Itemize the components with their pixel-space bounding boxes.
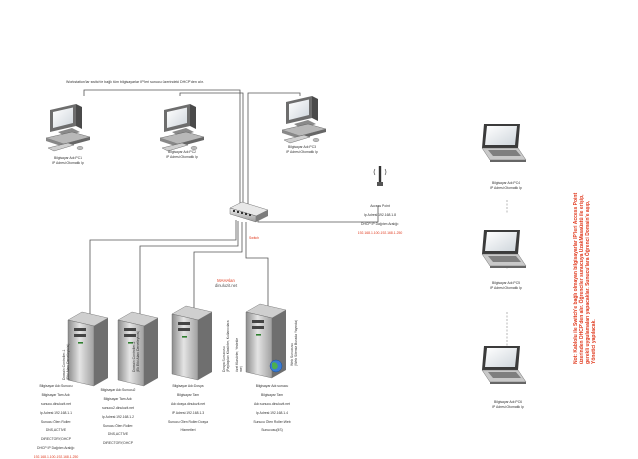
link-server1	[89, 220, 237, 334]
server4-label: Bilgisayar Adı:sunucu Bilgisayar Tam Adı…	[253, 384, 291, 433]
server3-icon	[171, 305, 213, 381]
access-point-icon	[373, 166, 387, 186]
link-pc3	[247, 92, 301, 206]
server3-label: Bilgisayar Adı:Dosya Bilgisayar Tam Adı:…	[168, 384, 208, 433]
link-pc2	[179, 92, 244, 205]
domain-name: MAHAlan	[217, 278, 235, 283]
pc3-desktop-icon	[281, 95, 327, 144]
link-server3	[193, 222, 243, 330]
server1-role-label: Domain Controller-1(Etki Alanı Denetleyi…	[62, 343, 71, 380]
server3-role-label: Dosya Sunucusu(Paylaşılan Klasörler, Kul…	[222, 320, 244, 372]
pc2-desktop-icon	[159, 103, 205, 152]
server2-role-label: Domain Controller-2(Ek Etki Alanı Denetl…	[132, 330, 141, 372]
domain-address: dinuluzit.net	[214, 283, 238, 288]
side-note: Not: Kablolu ile Switch'e bağlı olmayan …	[573, 192, 597, 364]
web-globe-icon	[269, 359, 283, 373]
pc1-desktop-icon	[45, 103, 91, 152]
pc4-laptop-icon	[481, 123, 527, 163]
pc5-laptop-icon	[481, 229, 527, 269]
link-pc1	[83, 89, 241, 204]
switch-label: Switch	[249, 236, 259, 240]
server2-label: Bilgisayar Adı:Sunucu2 Bilgisayar Tam Ad…	[100, 388, 136, 446]
network-title: Workstation'lar switch'e bağlı tüm bilgi…	[66, 80, 204, 84]
access-point-label: Access Point Ip Adresi:192.168.1.8 DHCP …	[357, 204, 403, 235]
pc6-laptop-icon	[481, 345, 527, 385]
switch-icon	[229, 201, 269, 223]
server1-icon	[67, 311, 109, 387]
link-server4	[245, 222, 269, 320]
domain-block: MAHAlan dinuluzit.net	[206, 278, 246, 288]
link-server2	[139, 221, 239, 334]
server1-label: Bilgisayar Adı:Sunucu Bilgisayar Tam Adı…	[33, 384, 79, 459]
server4-role-label: Web Sunucusu(Web Sitemiz Burada Yayında)	[290, 319, 299, 366]
